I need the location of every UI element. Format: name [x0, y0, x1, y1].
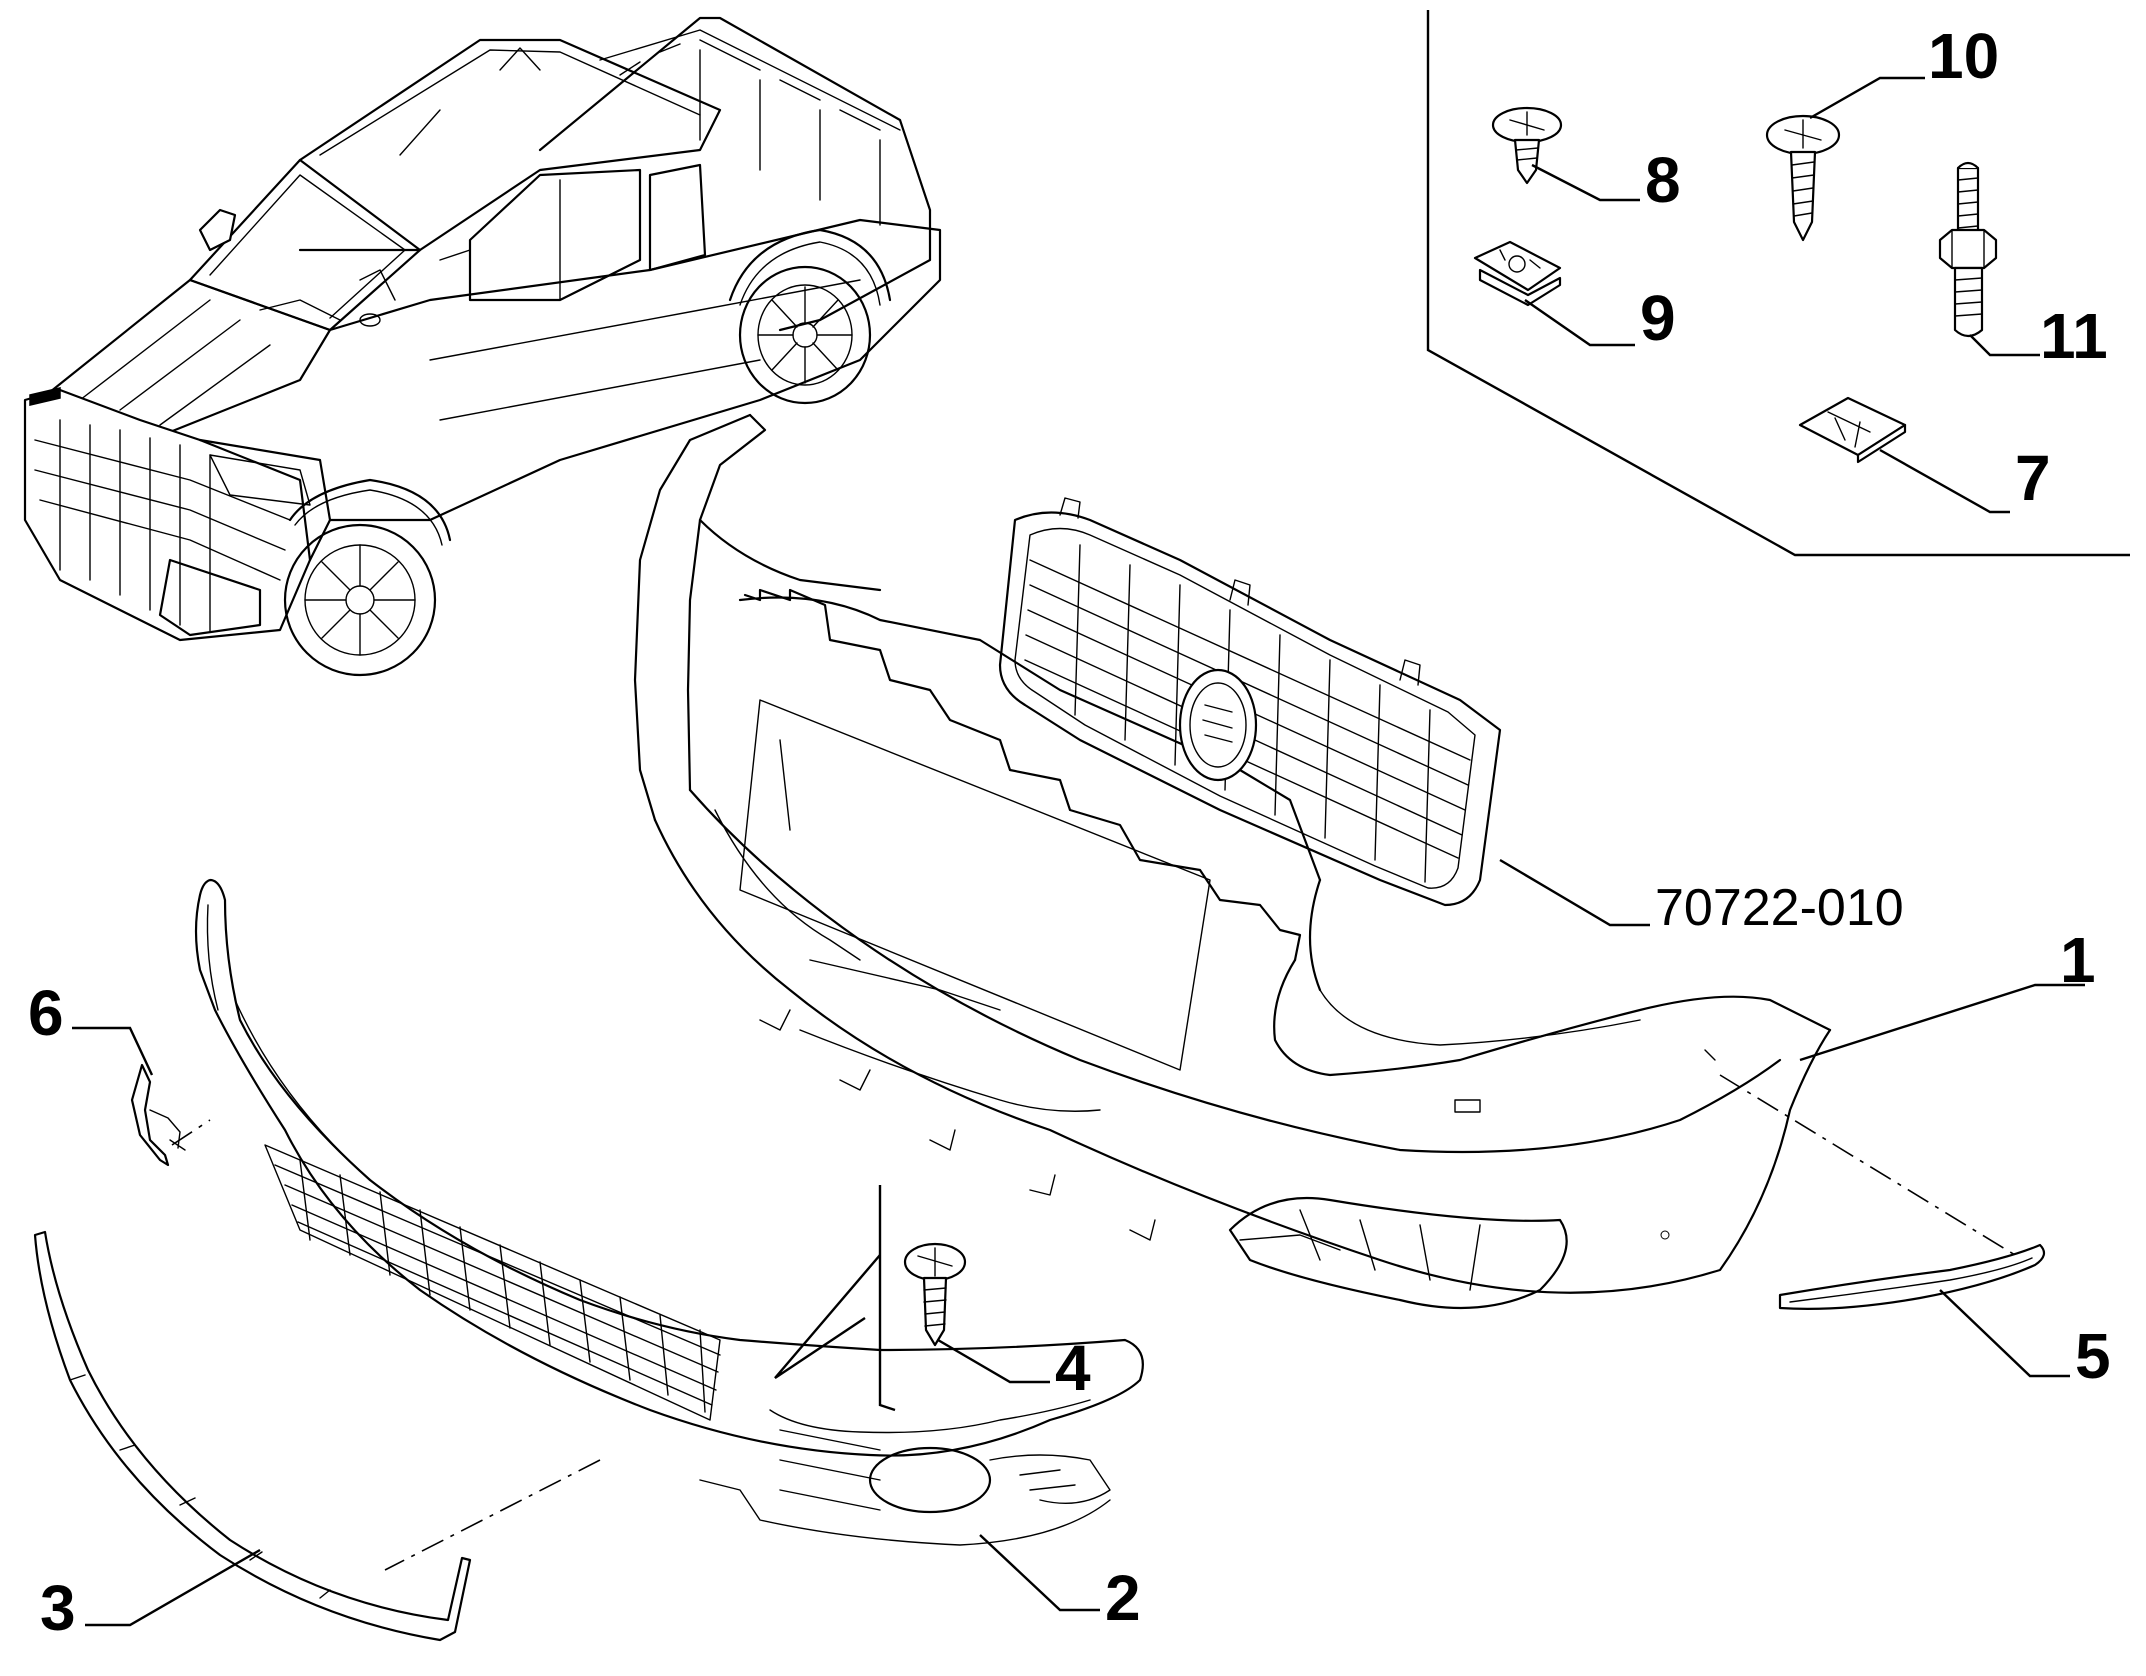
assembly-centerlines	[171, 1074, 2016, 1571]
radiator-grille	[998, 497, 1502, 907]
callout-5: 5	[2075, 1320, 2111, 1392]
part-6-bracket	[130, 1063, 186, 1167]
callout-4: 4	[1055, 1332, 1091, 1404]
part-9-clip	[1473, 240, 1562, 307]
leader-lines	[72, 76, 2085, 1627]
callout-2: 2	[1105, 1562, 1141, 1634]
fastener-inset	[1426, 10, 2130, 557]
vehicle-overview-illustration	[23, 16, 942, 677]
part-11-stud	[1938, 161, 1998, 338]
part-10-screw	[1765, 114, 1841, 242]
callout-3: 3	[40, 1572, 76, 1644]
part-5-molding	[1778, 1243, 2046, 1310]
callout-11: 11	[2040, 300, 2108, 372]
callout-9: 9	[1640, 282, 1676, 354]
callout-1: 1	[2060, 924, 2096, 996]
callout-8: 8	[1645, 144, 1681, 216]
part-4-screw	[903, 1242, 967, 1347]
reference-code-70722-010: 70722-010	[1655, 879, 1904, 937]
part-1-bumper-shell	[633, 413, 1832, 1310]
callout-7: 7	[2015, 442, 2051, 514]
callout-6: 6	[28, 977, 64, 1049]
part-7-plate	[1798, 396, 1907, 464]
part-8-screw	[1491, 106, 1563, 185]
callout-labels: 10 8 9 11 7 70722-010 1 6 5 4 2 3	[28, 20, 2111, 1644]
callout-10: 10	[1928, 20, 1999, 92]
part-2-lower-grille	[194, 878, 1144, 1546]
part-3-trim-strip	[33, 1230, 472, 1642]
